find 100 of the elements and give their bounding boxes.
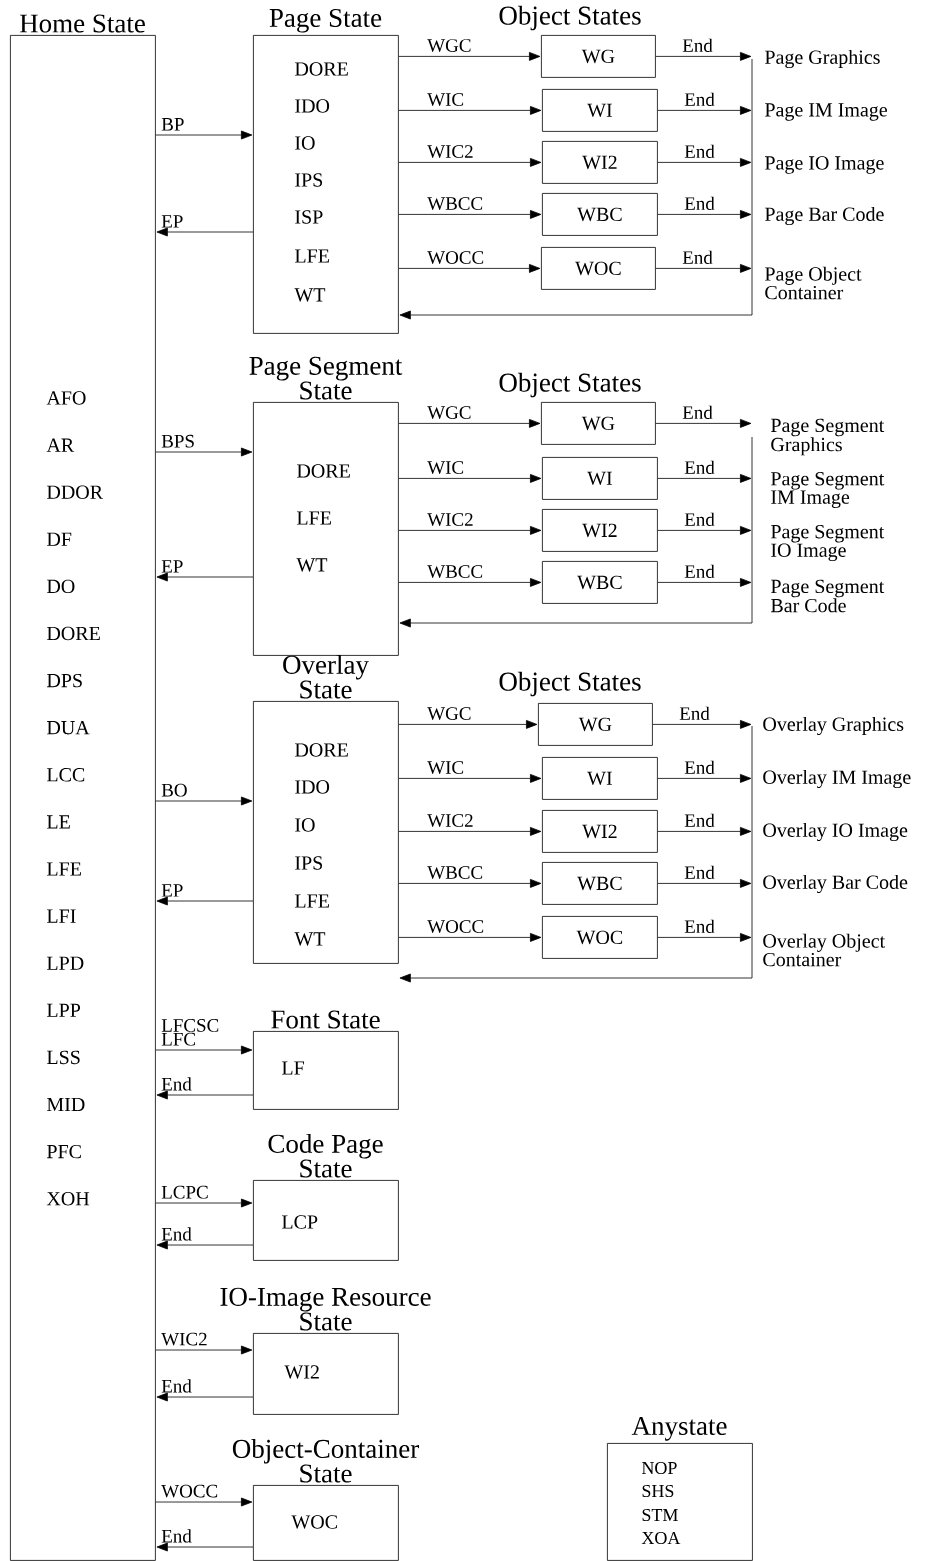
arrow bbox=[657, 879, 752, 888]
edge-label: WIC2 bbox=[427, 814, 473, 827]
arrow bbox=[155, 1345, 253, 1355]
edge-label: EP bbox=[161, 560, 183, 573]
edge-label: EP bbox=[161, 215, 183, 228]
edge-label: WGC bbox=[427, 39, 471, 52]
edge-label: WIC2 bbox=[161, 1332, 207, 1346]
arrow bbox=[398, 264, 541, 273]
edge-label: WOCC bbox=[427, 251, 484, 264]
edge-label: End bbox=[684, 813, 715, 827]
arrow bbox=[398, 526, 542, 535]
arrow bbox=[156, 1240, 254, 1250]
object-box: WI bbox=[542, 757, 658, 800]
node-label: Object-Container State bbox=[232, 1438, 420, 1483]
object-box: WG bbox=[538, 703, 653, 746]
edge-label: End bbox=[684, 92, 715, 106]
target-label: Overlay IM Image bbox=[763, 769, 911, 789]
target-label: Page Object Container bbox=[765, 266, 862, 300]
arrow bbox=[155, 796, 253, 806]
arrow bbox=[652, 720, 752, 729]
target-label: Page Bar Code bbox=[765, 206, 884, 226]
target-label: Page IM Image bbox=[765, 103, 887, 121]
arrow bbox=[657, 105, 752, 115]
arrow bbox=[398, 474, 542, 483]
edge-label: WIC2 bbox=[427, 145, 473, 158]
arrow bbox=[398, 105, 542, 115]
state-box: Page Segment State DORE LFE WT bbox=[249, 356, 403, 656]
edge-label: WGC bbox=[427, 406, 471, 419]
edge-label: End bbox=[684, 760, 715, 774]
object-box: WI2 bbox=[542, 141, 658, 184]
arrow bbox=[657, 474, 752, 483]
object-box: WOC bbox=[541, 247, 656, 290]
arrow bbox=[156, 896, 254, 906]
object-box: WBC bbox=[542, 193, 658, 236]
group-heading: Object States bbox=[499, 372, 641, 398]
group-heading: Object States bbox=[499, 5, 641, 31]
arrow bbox=[156, 1542, 254, 1552]
edge-label: WOCC bbox=[161, 1484, 218, 1498]
object-box: WBC bbox=[542, 561, 658, 604]
state-box: Anystate NOP SHS STM XOA bbox=[607, 1416, 753, 1561]
state-box: Page State DORE IDO IO IPS ISP LFE WT bbox=[253, 8, 399, 334]
state-box: Font State LF bbox=[253, 1010, 399, 1110]
edge-label: EP bbox=[161, 884, 183, 897]
arrow bbox=[398, 933, 542, 942]
object-box: WG bbox=[541, 35, 656, 78]
edge-label: BPS bbox=[161, 434, 194, 448]
edge-label: LCPC bbox=[161, 1185, 208, 1199]
target-label: Page Graphics bbox=[765, 49, 880, 69]
arrow bbox=[655, 52, 752, 61]
arrow bbox=[398, 774, 542, 783]
edge-label: End bbox=[161, 1227, 192, 1241]
edge-label: End bbox=[682, 405, 713, 419]
arrow bbox=[398, 720, 538, 729]
arrow bbox=[657, 158, 752, 167]
edge-label: LFCSC LFC bbox=[161, 1019, 219, 1046]
target-label: Overlay Bar Code bbox=[763, 874, 908, 894]
edge-label: WIC bbox=[427, 461, 464, 474]
arrow bbox=[156, 227, 254, 237]
edge-label: WIC bbox=[427, 93, 464, 106]
state-box: IO-Image Resource State WI2 bbox=[220, 1287, 431, 1415]
node-label: IO-Image Resource State bbox=[220, 1287, 431, 1331]
arrow bbox=[155, 130, 253, 140]
arrow bbox=[155, 1198, 253, 1208]
target-label: Page Segment IM Image bbox=[771, 472, 885, 508]
object-box: WI2 bbox=[542, 810, 658, 853]
edge-label: End bbox=[684, 460, 715, 474]
node-label: Anystate bbox=[631, 1416, 727, 1441]
arrow bbox=[156, 1090, 254, 1100]
edge-label: WIC2 bbox=[427, 513, 473, 526]
group-heading: Object States bbox=[499, 671, 641, 697]
edge-label: WBCC bbox=[427, 866, 483, 879]
edge-label: End bbox=[161, 1077, 192, 1091]
state-box: Overlay State DORE IDO IO IPS LFE WT bbox=[253, 654, 399, 964]
target-label: Overlay IO Image bbox=[763, 822, 908, 842]
object-box: WBC bbox=[542, 862, 658, 905]
arrow bbox=[399, 725, 753, 983]
edge-label: End bbox=[682, 38, 713, 52]
arrow bbox=[655, 419, 752, 428]
edge-label: End bbox=[682, 250, 713, 264]
state-box: Object-Container State WOC bbox=[232, 1439, 419, 1561]
edge-label: End bbox=[684, 512, 715, 526]
arrow bbox=[155, 1497, 253, 1507]
arrow bbox=[655, 264, 752, 273]
arrow bbox=[156, 1392, 254, 1402]
edge-label: WBCC bbox=[427, 197, 483, 210]
target-label: Overlay Graphics bbox=[763, 716, 904, 736]
arrow bbox=[398, 210, 542, 219]
arrow bbox=[657, 578, 752, 587]
arrow bbox=[657, 827, 752, 836]
target-label: Page Segment IO Image bbox=[771, 524, 885, 562]
arrow bbox=[657, 526, 752, 535]
edge-label: WOCC bbox=[427, 920, 484, 933]
arrow bbox=[399, 58, 753, 320]
state-box: Home State AFO AR DDOR DF DO DORE DPS DUA LCC LE LFE LFI LPD LPP LSS MID PFC XOH bbox=[10, 14, 156, 1561]
node-label: Home State bbox=[19, 14, 145, 33]
arrow bbox=[657, 210, 752, 219]
arrow bbox=[398, 158, 542, 167]
edge-label: End bbox=[161, 1379, 192, 1393]
target-label: Overlay Object Container bbox=[763, 933, 886, 967]
arrow bbox=[398, 52, 541, 61]
